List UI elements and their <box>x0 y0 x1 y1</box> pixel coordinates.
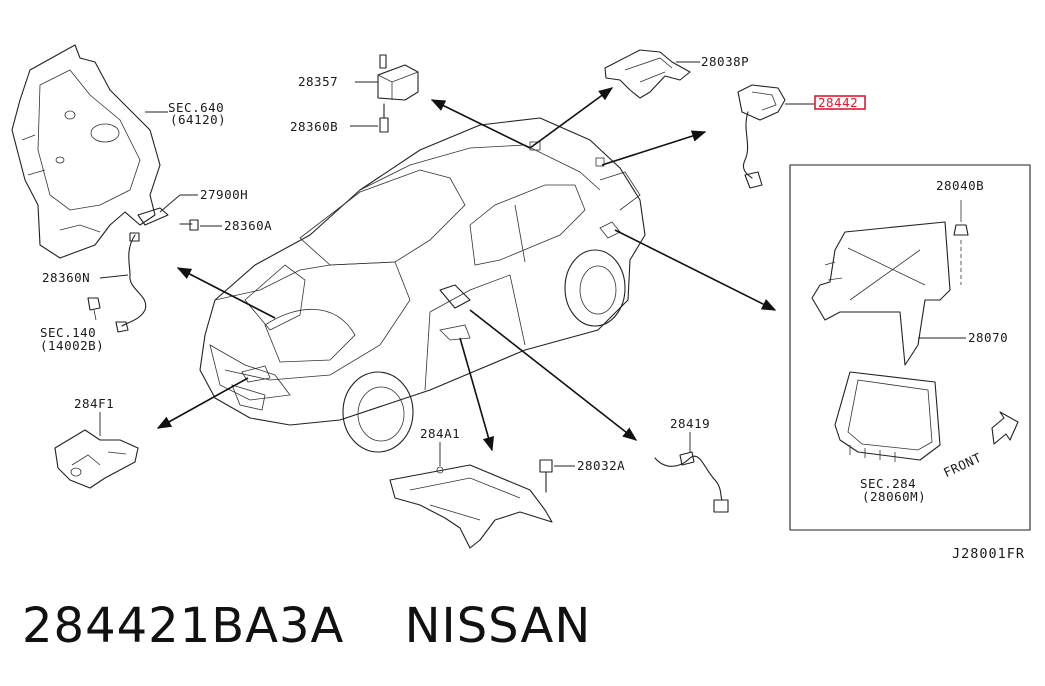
label-sec140: SEC.140 <box>40 325 96 340</box>
label-27900h: 27900H <box>200 187 248 202</box>
label-28038p: 28038P <box>701 54 749 69</box>
label-28360b: 28360B <box>290 119 338 134</box>
bracket-27900h-part[interactable] <box>137 207 169 226</box>
bracket-28070-part[interactable] <box>811 221 962 366</box>
label-sec140-sub: (14002B) <box>40 338 104 353</box>
bolt-28032a-part[interactable] <box>539 459 553 493</box>
bracket-28038p-part[interactable] <box>604 49 691 99</box>
front-arrow-icon <box>991 411 1019 445</box>
label-sec640: SEC.640 <box>168 100 224 115</box>
bolt-28360a-part[interactable] <box>179 219 199 231</box>
label-284f1: 284F1 <box>74 396 114 411</box>
clip-sec140-part[interactable] <box>87 297 101 321</box>
bracket-284f1-part[interactable] <box>54 429 139 489</box>
parts-diagram: SEC.640 (64120) 27900H 28360A 28360N SEC… <box>11 44 1031 562</box>
leader-arrows <box>156 87 777 452</box>
detail-box <box>789 164 1031 531</box>
bracket-284a1-part[interactable] <box>389 464 553 549</box>
bracket-28357-part[interactable] <box>377 54 419 101</box>
label-28442[interactable]: 28442 <box>818 95 858 110</box>
label-28360a: 28360A <box>224 218 272 233</box>
footer-caption: 284421BA3A NISSAN <box>22 598 1022 668</box>
label-28040b: 28040B <box>936 178 984 193</box>
label-sec284: SEC.284 <box>860 476 916 491</box>
control-module-part[interactable] <box>834 371 941 462</box>
sensor-28442-part[interactable] <box>737 84 786 189</box>
diagram-code: J28001FR <box>952 546 1025 562</box>
vehicle-illustration <box>199 117 646 453</box>
label-sec284-sub: (28060M) <box>862 489 926 504</box>
label-284a1: 284A1 <box>420 426 460 441</box>
brand-text: NISSAN <box>404 598 592 654</box>
sensor-28419-part[interactable] <box>654 451 729 513</box>
label-28419: 28419 <box>670 416 710 431</box>
label-28070: 28070 <box>968 330 1008 345</box>
highlight-box-28442 <box>814 95 866 110</box>
body-panel-part[interactable] <box>11 44 161 259</box>
label-front: FRONT <box>941 450 984 481</box>
bolt-28360b-part[interactable] <box>379 103 389 133</box>
label-28032a: 28032A <box>577 458 625 473</box>
label-28360n: 28360N <box>42 270 90 285</box>
sensor-28360n-part[interactable] <box>115 232 147 333</box>
label-sec640-sub: (64120) <box>170 112 226 127</box>
label-28357: 28357 <box>298 74 338 89</box>
nut-28040b-part[interactable] <box>953 200 969 236</box>
part-number-text: 284421BA3A <box>22 598 345 654</box>
